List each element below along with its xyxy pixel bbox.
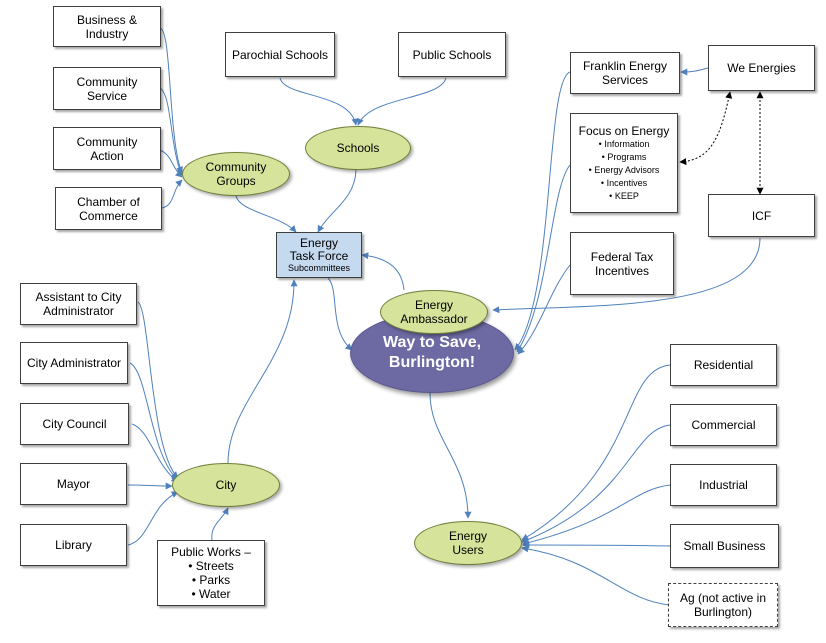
edge-taskforce-to-waytosave [327,277,353,351]
edge-schools-to-taskforce [317,169,357,233]
public-works-item: • Parks [191,573,231,587]
we-energies-box: We Energies [708,45,815,91]
edge-council-to-city [131,423,179,483]
edge-we-focus-dotted [679,91,733,166]
parochial-schools-box: Parochial Schools [225,32,335,77]
edge-franklin-to-waytosave [514,71,571,351]
city-administrator-box: City Administrator [20,342,128,384]
city-ellipse: City [172,463,280,507]
edge-cityadmin-to-city [129,362,179,481]
schools-ellipse: Schools [305,126,411,170]
energy-users-ellipse: Energy Users [414,521,522,565]
public-works-title: Public Works – [171,545,251,559]
edge-we-to-franklin [680,67,709,76]
edge-mayor-to-city [127,482,173,490]
edge-icf-to-ambassador [492,237,761,314]
edge-smallbiz-to-users [522,541,671,549]
focus-item: • Incentives [600,178,648,188]
energy-ambassador-ellipse: Energy Ambassador [380,290,488,334]
edge-action-to-groups [159,149,183,178]
task-force-title: Energy Task Force [289,235,349,263]
edge-commercial-to-users [521,424,671,543]
public-works-item: • Water [191,587,231,601]
edge-ambassador-to-taskforce [361,252,405,291]
city-council-box: City Council [20,403,129,445]
focus-item: • Energy Advisors [588,165,660,175]
focus-item: • Programs [601,152,647,162]
community-groups-ellipse: Community Groups [182,152,290,196]
focus-on-energy-title: Focus on Energy [578,124,670,138]
assistant-to-city-admin-box: Assistant to City Administrator [20,283,137,325]
federal-tax-incentives-box: Federal Tax Incentives [570,232,674,295]
edge-service-to-groups [159,87,183,176]
commercial-box: Commercial [670,404,777,446]
focus-item: • KEEP [609,191,639,201]
focus-on-energy-box: Focus on Energy • Information • Programs… [570,113,678,213]
edge-publicworks-to-city [211,507,229,541]
business-industry-box: Business & Industry [53,6,161,47]
edge-asst-to-city [137,301,179,479]
edge-focus-to-waytosave [516,164,571,353]
icf-box: ICF [708,194,815,237]
edge-business-to-groups [159,27,183,174]
edge-ag-to-users [521,545,671,606]
edge-chamber-to-groups [161,179,183,209]
residential-box: Residential [670,344,777,386]
edge-groups-to-taskforce [235,195,297,233]
small-business-box: Small Business [670,524,779,568]
public-works-box: Public Works – • Streets • Parks • Water [157,540,265,606]
community-service-box: Community Service [53,67,161,110]
edge-public-to-schools [357,77,447,126]
community-action-box: Community Action [53,127,161,170]
task-force-subtitle: Subcommittees [287,262,351,273]
chamber-of-commerce-box: Chamber of Commerce [55,187,162,230]
public-schools-box: Public Schools [398,32,506,77]
public-works-item: • Streets [188,559,234,573]
edge-parochial-to-schools [279,77,359,126]
focus-item: • Information [598,139,650,149]
edge-federal-to-waytosave [517,264,571,355]
edge-library-to-city [127,491,179,546]
industrial-box: Industrial [670,464,777,506]
mayor-box: Mayor [20,463,127,505]
library-box: Library [20,524,127,566]
edge-residential-to-users [521,364,671,541]
energy-task-force-box: Energy Task Force Subcommittees [276,232,362,278]
edge-industrial-to-users [522,484,671,546]
ag-box: Ag (not active in Burlington) [668,583,778,627]
franklin-energy-box: Franklin Energy Services [570,52,680,94]
edge-city-to-taskforce [227,279,298,464]
edge-waytosave-to-users [429,392,472,519]
